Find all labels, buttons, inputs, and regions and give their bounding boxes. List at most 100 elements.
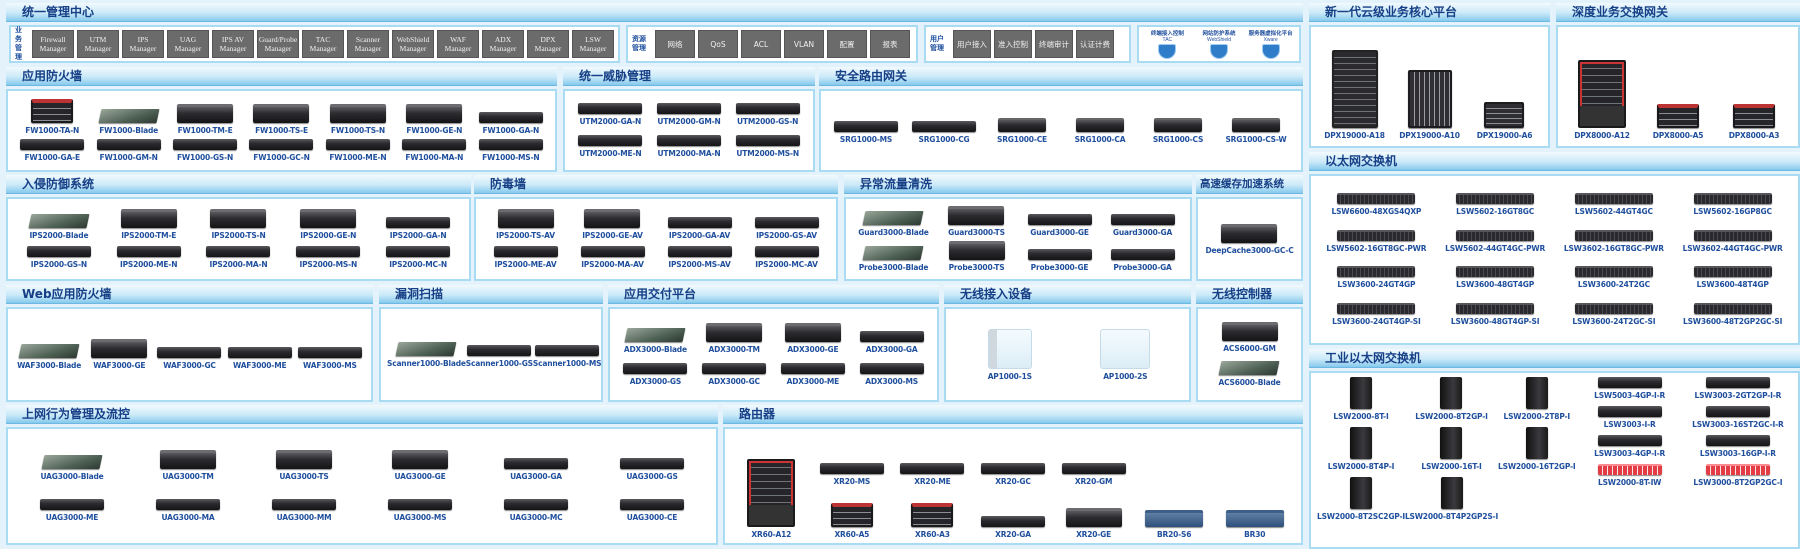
- mgmt-button-lsw-manager[interactable]: LSW Manager: [572, 30, 614, 58]
- product-item[interactable]: UAG3000-CE: [620, 498, 684, 522]
- product-item[interactable]: XR20-GC: [980, 463, 1045, 486]
- product-item[interactable]: ACS6000-GM: [1221, 321, 1278, 353]
- mgmt-button--[interactable]: 用户接入: [953, 30, 991, 58]
- product-item[interactable]: LSW3600-24T2GC-SI: [1572, 302, 1656, 326]
- product-item[interactable]: ADX3000-GE: [784, 322, 841, 354]
- product-item[interactable]: LSW2000-8T2GP-I: [1415, 377, 1488, 421]
- mgmt-button-tac-manager[interactable]: TAC Manager: [302, 30, 344, 58]
- product-item[interactable]: FW1000-TA-N: [25, 99, 79, 135]
- product-item[interactable]: DPX8000-A5: [1653, 104, 1703, 140]
- product-item[interactable]: IPS2000-GE-N: [300, 209, 356, 240]
- product-item[interactable]: Scanner1000-Blade: [387, 341, 466, 368]
- mgmt-button-ips-manager[interactable]: IPS Manager: [122, 30, 164, 58]
- mgmt-button-webshield-manager[interactable]: WebShield Manager: [392, 30, 434, 58]
- product-item[interactable]: Probe3000-TS: [948, 240, 1005, 272]
- product-item[interactable]: Scanner1000-GS: [466, 344, 533, 368]
- product-item[interactable]: UAG3000-TS: [276, 450, 332, 481]
- mgmt-button--[interactable]: 网络: [655, 30, 695, 58]
- product-item[interactable]: Scanner1000-MS: [533, 344, 601, 368]
- product-item[interactable]: IPS2000-TM-E: [120, 209, 177, 240]
- product-item[interactable]: UAG3000-MA: [156, 498, 220, 522]
- product-item[interactable]: XR20-GE: [1065, 508, 1122, 539]
- product-item[interactable]: SRG1000-CE: [997, 117, 1047, 144]
- product-item[interactable]: UAG3000-GE: [392, 450, 448, 481]
- product-item[interactable]: BR30: [1225, 510, 1284, 539]
- mgmt-button-waf-manager[interactable]: WAF Manager: [437, 30, 479, 58]
- product-item[interactable]: IPS2000-ME-N: [116, 246, 181, 269]
- product-item[interactable]: ADX3000-GC: [702, 363, 767, 386]
- product-item[interactable]: LSW2000-8T-IW: [1597, 464, 1662, 487]
- product-item[interactable]: WAF3000-GE: [91, 339, 148, 370]
- product-item[interactable]: Guard3000-GA: [1110, 214, 1175, 237]
- product-item[interactable]: WAF3000-MS: [297, 347, 362, 370]
- product-item[interactable]: FW1000-MS-N: [478, 139, 543, 162]
- product-item[interactable]: IPS2000-GS-AV: [754, 217, 819, 240]
- product-item[interactable]: LSW3600-24T2GC: [1574, 266, 1653, 289]
- product-item[interactable]: UTM2000-GA-N: [578, 103, 643, 126]
- product-item[interactable]: UAG3000-Blade: [40, 455, 104, 481]
- product-item[interactable]: DPX8000-A3: [1729, 104, 1779, 140]
- product-item[interactable]: UAG3000-ME: [40, 498, 104, 522]
- product-item[interactable]: ADX3000-Blade: [624, 327, 687, 354]
- product-item[interactable]: LSW2000-8T4P2GP2S-I: [1405, 477, 1498, 521]
- mgmt-button-firewall-manager[interactable]: Firewall Manager: [32, 30, 74, 58]
- product-item[interactable]: SRG1000-CA: [1075, 117, 1126, 144]
- product-item[interactable]: SRG1000-MS: [834, 120, 898, 144]
- product-item[interactable]: BR20-S6: [1145, 510, 1204, 539]
- product-item[interactable]: UAG3000-GS: [620, 458, 684, 481]
- product-item[interactable]: LSW2000-16T2GP-I: [1498, 427, 1576, 471]
- product-item[interactable]: UTM2000-GS-N: [735, 103, 800, 126]
- product-item[interactable]: XR60-A12: [747, 459, 796, 539]
- mgmt-button--[interactable]: 配置: [827, 30, 867, 58]
- product-item[interactable]: LSW3600-24GT4GP: [1337, 266, 1416, 289]
- product-item[interactable]: ACS6000-Blade: [1218, 361, 1281, 387]
- mgmt-button--[interactable]: 终端审计: [1035, 30, 1073, 58]
- product-item[interactable]: FW1000-TS-N: [329, 104, 386, 135]
- product-item[interactable]: UTM2000-ME-N: [578, 134, 643, 158]
- product-item[interactable]: ADX3000-GA: [859, 330, 924, 354]
- product-item[interactable]: LSW2000-8T2SC2GP-I: [1317, 477, 1405, 521]
- product-item[interactable]: LSW5602-44GT4GC-PWR: [1445, 229, 1545, 253]
- product-item[interactable]: ADX3000-MS: [859, 363, 924, 386]
- product-item[interactable]: FW1000-GM-N: [96, 139, 161, 162]
- product-item[interactable]: IPS2000-MS-N: [296, 246, 361, 269]
- product-item[interactable]: DPX19000-A10: [1399, 70, 1460, 140]
- product-item[interactable]: LSW2000-8T4P-I: [1328, 427, 1394, 471]
- product-item[interactable]: UAG3000-MS: [388, 498, 452, 522]
- product-item[interactable]: FW1000-TM-E: [177, 104, 234, 135]
- product-item[interactable]: LSW3003-16GP-I-R: [1700, 435, 1776, 458]
- product-item[interactable]: FW1000-GC-N: [249, 139, 314, 162]
- product-item[interactable]: ADX3000-ME: [780, 363, 845, 386]
- mgmt-button-ips-av-manager[interactable]: IPS AV Manager: [212, 30, 254, 58]
- product-item[interactable]: LSW3600-48GT4GP-SI: [1451, 302, 1540, 326]
- mgmt-button--[interactable]: 报表: [870, 30, 910, 58]
- product-item[interactable]: LSW3003-2GT2GP-I-R: [1695, 377, 1781, 400]
- product-item[interactable]: ADX3000-TM: [706, 322, 763, 354]
- product-item[interactable]: XR20-GM: [1061, 463, 1126, 486]
- product-item[interactable]: IPS2000-GS-N: [26, 246, 91, 269]
- product-item[interactable]: LSW3003-I-R: [1597, 406, 1662, 429]
- product-item[interactable]: WAF3000-ME: [227, 347, 292, 370]
- product-item[interactable]: LSW5602-44GT4GC: [1574, 193, 1653, 216]
- mgmt-button-scanner-manager[interactable]: Scanner Manager: [347, 30, 389, 58]
- mgmt-button-dpx-manager[interactable]: DPX Manager: [527, 30, 569, 58]
- product-item[interactable]: IPS2000-MA-N: [206, 246, 271, 269]
- product-item[interactable]: LSW3000-8T2GP2GC-I: [1693, 464, 1783, 487]
- mgmt-button-acl[interactable]: ACL: [741, 30, 781, 58]
- product-item[interactable]: LSW3003-4GP-I-R: [1594, 435, 1665, 458]
- product-item[interactable]: SRG1000-CS: [1153, 117, 1203, 144]
- product-item[interactable]: FW1000-ME-N: [325, 139, 390, 162]
- product-item[interactable]: AP1000-2S: [1100, 328, 1151, 381]
- product-item[interactable]: WAF3000-Blade: [17, 344, 81, 370]
- product-item[interactable]: SRG1000-CS-W: [1225, 117, 1287, 144]
- product-item[interactable]: FW1000-Blade: [98, 109, 160, 135]
- product-item[interactable]: DeepCache3000-GC-C: [1205, 223, 1294, 255]
- product-item[interactable]: LSW3602-44GT4GC-PWR: [1683, 229, 1783, 253]
- product-item[interactable]: IPS2000-TS-AV: [496, 209, 555, 240]
- product-item[interactable]: IPS2000-Blade: [28, 214, 90, 240]
- mgmt-button-uag-manager[interactable]: UAG Manager: [167, 30, 209, 58]
- product-item[interactable]: IPS2000-MC-AV: [754, 246, 819, 269]
